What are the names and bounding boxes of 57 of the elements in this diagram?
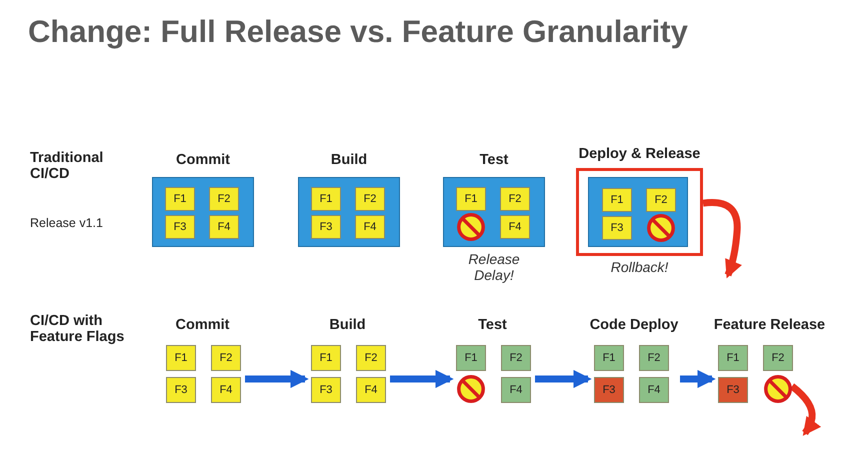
- stage-title: Deploy & Release: [578, 146, 702, 164]
- feature-tile: F2: [646, 188, 676, 212]
- arrow: [680, 370, 716, 388]
- feature-tile: F1: [456, 187, 486, 211]
- feature-tile: F1: [165, 187, 195, 211]
- feature-tile: F4: [209, 215, 239, 239]
- feature-tile: F2: [355, 187, 385, 211]
- feature-tile: F2: [501, 345, 531, 371]
- feature-tile: F4: [355, 215, 385, 239]
- feature-tile: F4: [211, 377, 241, 403]
- arrow: [535, 370, 592, 388]
- feature-tile: F1: [718, 345, 748, 371]
- feature-tile: F4: [639, 377, 669, 403]
- slide-title: Change: Full Release vs. Feature Granularity: [28, 14, 688, 50]
- note-text: Release Delay!: [467, 251, 521, 285]
- feature-tile: F1: [602, 188, 632, 212]
- stage-title: Commit: [174, 317, 230, 335]
- feature-tile: F3: [165, 215, 195, 239]
- row-label: Traditional CI/CD: [30, 150, 104, 182]
- blocked-feature-icon: [457, 375, 485, 403]
- feature-tile: F3: [311, 377, 341, 403]
- feature-tile: F2: [500, 187, 530, 211]
- feature-tile: F3: [602, 216, 632, 240]
- feature-tile: F2: [763, 345, 793, 371]
- blocked-feature-icon: [647, 214, 675, 242]
- note-text: Rollback!: [610, 259, 670, 274]
- feature-tile: F3: [718, 377, 748, 403]
- stage-title: Test: [477, 317, 508, 335]
- feature-tile: F1: [311, 187, 341, 211]
- stage-title: Build: [328, 317, 367, 335]
- arrow: [790, 383, 821, 436]
- release-label: Release v1.1: [30, 216, 104, 230]
- blocked-feature-icon: [764, 375, 792, 403]
- feature-tile: F2: [211, 345, 241, 371]
- stage-title: Test: [478, 152, 510, 170]
- feature-tile: F1: [311, 345, 341, 371]
- feature-tile: F3: [166, 377, 196, 403]
- feature-tile: F3: [594, 377, 624, 403]
- feature-tile: F3: [311, 215, 341, 239]
- stage-title: Build: [330, 152, 368, 170]
- feature-tile: F1: [166, 345, 196, 371]
- feature-tile: F2: [639, 345, 669, 371]
- feature-panel: [588, 177, 688, 247]
- blocked-feature-icon: [457, 213, 485, 241]
- stage-title: Commit: [175, 152, 231, 170]
- stage-title: Feature Release: [712, 317, 826, 335]
- feature-tile: F4: [501, 377, 531, 403]
- feature-tile: F1: [594, 345, 624, 371]
- stage-title: Code Deploy: [588, 317, 680, 335]
- row-label: CI/CD with Feature Flags: [30, 313, 126, 345]
- arrow: [245, 370, 309, 388]
- arrow: [390, 370, 454, 388]
- feature-tile: F2: [356, 345, 386, 371]
- feature-tile: F1: [456, 345, 486, 371]
- feature-tile: F4: [500, 215, 530, 239]
- feature-tile: F2: [209, 187, 239, 211]
- feature-tile: F4: [356, 377, 386, 403]
